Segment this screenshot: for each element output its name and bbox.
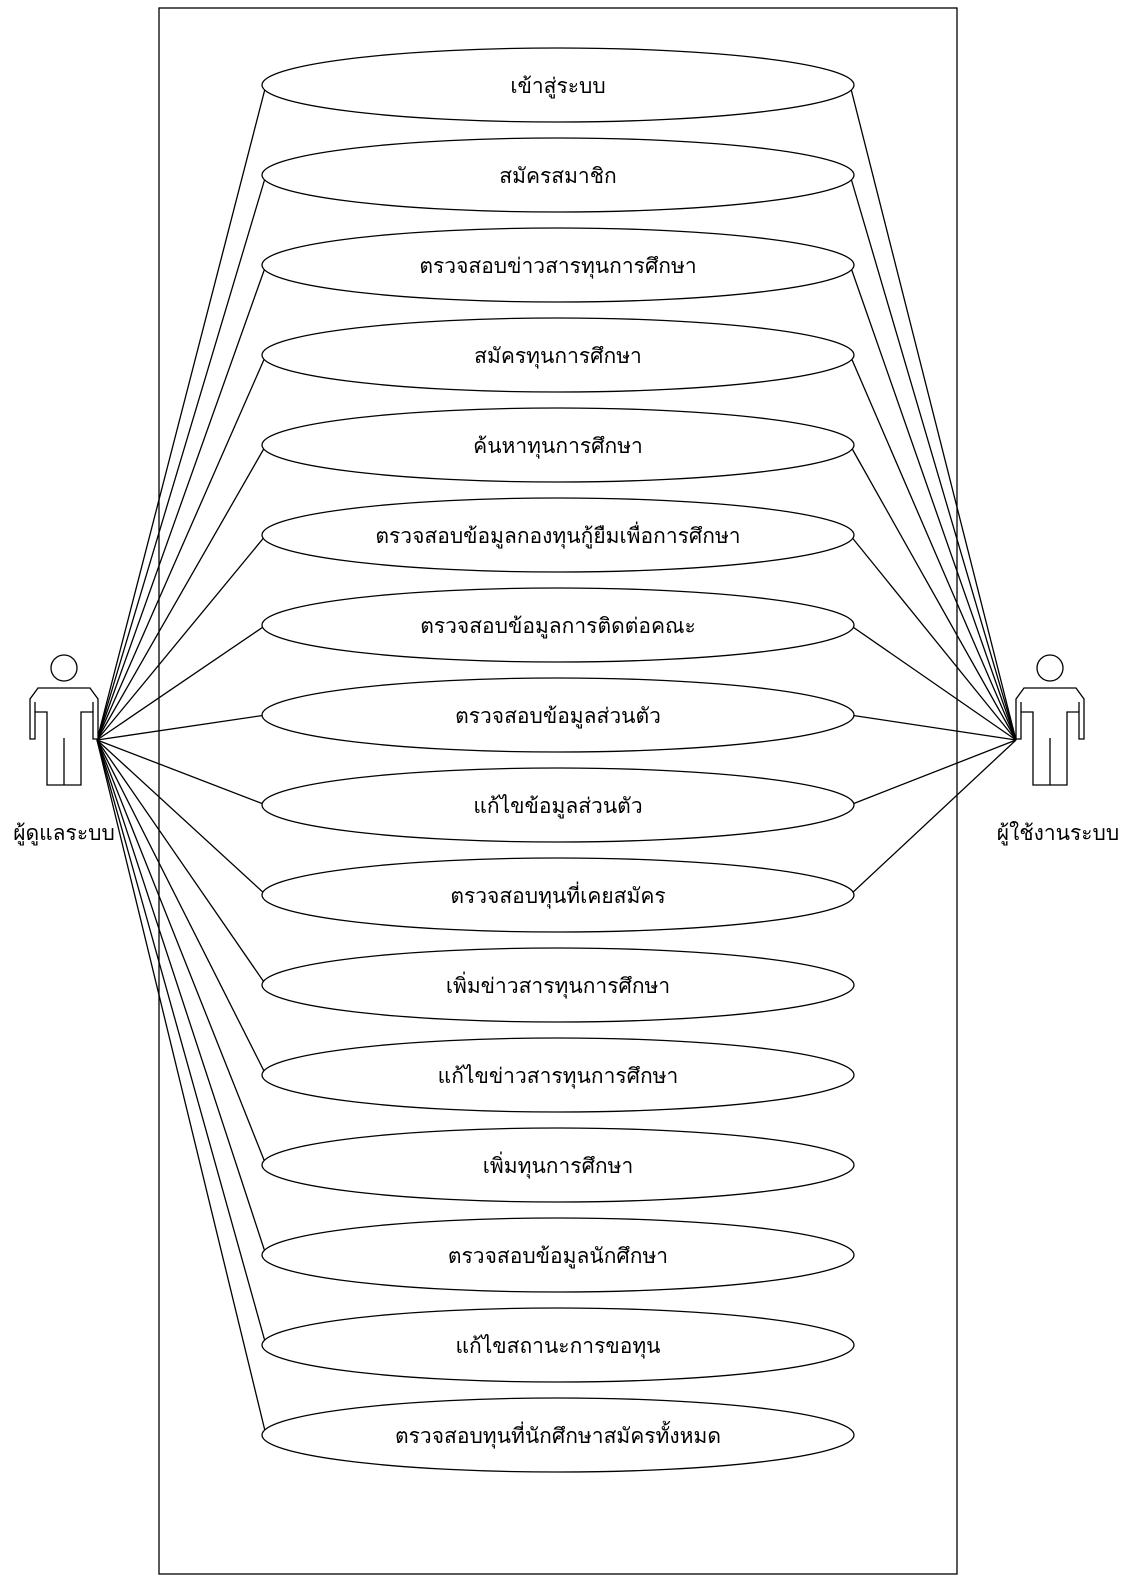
use-case-ellipse	[261, 1037, 855, 1113]
association-line-admin	[96, 739, 267, 986]
association-line-admin	[96, 714, 267, 741]
use-case-label: แก้ไขข้อมูลส่วนตัว	[473, 794, 642, 819]
use-case-label: สมัครทุนการศึกษา	[474, 344, 642, 369]
use-case-label: ตรวจสอบข้อมูลส่วนตัว	[455, 704, 661, 729]
use-case-label: ตรวจสอบข้อมูลกองทุนกู้ยืมเพื่อการศึกษา	[375, 521, 740, 549]
use-case-label: เพิ่มทุนการศึกษา	[483, 1151, 634, 1179]
association-lines	[96, 84, 1017, 1436]
association-line-user	[849, 84, 1017, 741]
association-line-admin	[96, 174, 267, 741]
use-case-ellipse	[261, 587, 855, 663]
use-case-label: สมัครสมาชิก	[499, 164, 616, 188]
use-case: ตรวจสอบข้อมูลการติดต่อคณะ	[261, 587, 855, 663]
association-line-user	[849, 624, 1017, 741]
association-line-admin	[96, 624, 267, 741]
association-line-user	[849, 174, 1017, 741]
use-case-ellipse	[261, 1307, 855, 1383]
association-line-admin	[96, 739, 267, 1076]
association-line-admin	[96, 354, 267, 741]
use-case-label: แก้ไขข่าวสารทุนการศึกษา	[438, 1064, 679, 1089]
use-case-ellipse	[261, 47, 855, 123]
association-line-admin	[96, 264, 267, 741]
use-case-ellipse	[261, 137, 855, 213]
use-case-ellipse	[261, 857, 855, 933]
use-case-label: ตรวจสอบทุนที่นักศึกษาสมัครทั้งหมด	[395, 1421, 721, 1449]
use-case: ตรวจสอบทุนที่นักศึกษาสมัครทั้งหมด	[261, 1397, 855, 1473]
association-line-user	[849, 739, 1017, 896]
use-case-ellipse	[261, 1397, 855, 1473]
association-line-admin	[96, 739, 267, 806]
use-case-label: ตรวจสอบข้อมูลนักศึกษา	[448, 1244, 668, 1269]
actor-admin-label: ผู้ดูแลระบบ	[13, 821, 115, 846]
use-case-ellipse	[261, 1127, 855, 1203]
actor-user-label: ผู้ใช้งานระบบ	[997, 821, 1119, 846]
use-case: แก้ไขข่าวสารทุนการศึกษา	[261, 1037, 855, 1113]
use-case-ellipse	[261, 227, 855, 303]
association-line-admin	[96, 534, 267, 741]
use-case-label: เข้าสู่ระบบ	[510, 74, 605, 99]
association-line-user	[849, 444, 1017, 741]
actor-admin: ผู้ดูแลระบบ	[13, 654, 115, 846]
association-line-admin	[96, 739, 267, 896]
use-case-label: ตรวจสอบข้อมูลการติดต่อคณะ	[420, 614, 696, 639]
association-line-admin	[96, 444, 267, 741]
use-case: ตรวจสอบข้อมูลส่วนตัว	[261, 677, 855, 753]
use-case: ตรวจสอบทุนที่เคยสมัคร	[261, 857, 855, 933]
use-case: เพิ่มทุนการศึกษา	[261, 1127, 855, 1203]
use-case: สมัครสมาชิก	[261, 137, 855, 213]
use-case: ตรวจสอบข้อมูลนักศึกษา	[261, 1217, 855, 1293]
actor-figure-icon	[29, 654, 99, 786]
use-case-label: เพิ่มข่าวสารทุนการศึกษา	[446, 971, 670, 999]
association-line-admin	[96, 84, 267, 741]
use-case-label: ตรวจสอบข่าวสารทุนการศึกษา	[419, 254, 696, 279]
use-case: แก้ไขสถานะการขอทุน	[261, 1307, 855, 1383]
use-case: ค้นหาทุนการศึกษา	[261, 407, 855, 483]
association-line-user	[849, 714, 1017, 741]
use-case: แก้ไขข้อมูลส่วนตัว	[261, 767, 855, 843]
association-line-user	[849, 739, 1017, 806]
association-line-admin	[96, 739, 267, 1256]
use-case-ellipse	[261, 677, 855, 753]
use-case-ellipse	[261, 1217, 855, 1293]
association-line-user	[849, 354, 1017, 741]
use-case-label: แก้ไขสถานะการขอทุน	[455, 1334, 660, 1359]
actor-figure-icon	[1015, 654, 1085, 786]
association-line-admin	[96, 739, 267, 1346]
association-line-admin	[96, 739, 267, 1436]
association-line-user	[849, 264, 1017, 741]
use-case-label: ตรวจสอบทุนที่เคยสมัคร	[450, 881, 665, 909]
actor-user: ผู้ใช้งานระบบ	[997, 654, 1119, 846]
use-case-ellipse	[261, 947, 855, 1023]
use-case-ellipse	[261, 407, 855, 483]
use-case: เข้าสู่ระบบ	[261, 47, 855, 123]
use-case-label: ค้นหาทุนการศึกษา	[473, 434, 643, 459]
use-case-ellipse	[261, 767, 855, 843]
use-case-ellipse	[261, 497, 855, 573]
association-line-user	[849, 534, 1017, 741]
use-case-ellipse	[261, 317, 855, 393]
use-case: ตรวจสอบข่าวสารทุนการศึกษา	[261, 227, 855, 303]
use-case: สมัครทุนการศึกษา	[261, 317, 855, 393]
use-case: ตรวจสอบข้อมูลกองทุนกู้ยืมเพื่อการศึกษา	[261, 497, 855, 573]
use-case: เพิ่มข่าวสารทุนการศึกษา	[261, 947, 855, 1023]
system-boundary	[158, 7, 958, 1575]
association-line-admin	[96, 739, 267, 1166]
use-case-group: เข้าสู่ระบบสมัครสมาชิกตรวจสอบข่าวสารทุนก…	[261, 47, 855, 1473]
